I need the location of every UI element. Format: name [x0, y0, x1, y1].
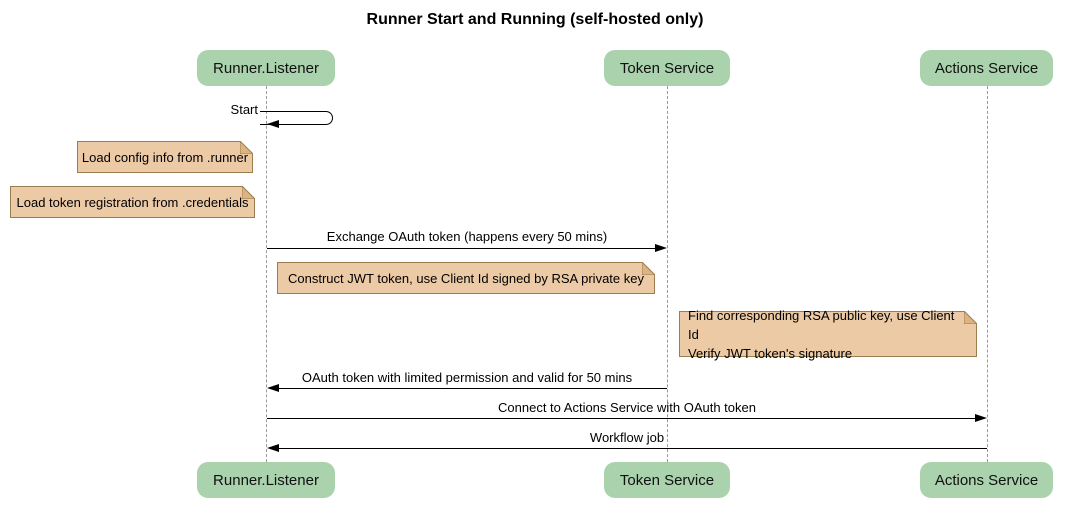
lifeline-actions-service	[987, 86, 988, 462]
note-fold-corner-icon	[242, 186, 255, 199]
message-label-start: Start	[230, 102, 258, 117]
arrowhead-left-icon	[267, 120, 279, 128]
lifeline-runner-listener	[266, 86, 267, 462]
message-label-oauth-returned: OAuth token with limited permission and …	[301, 370, 633, 385]
actor-label: Token Service	[619, 59, 715, 77]
note-fold-corner-icon	[240, 141, 253, 154]
note-load-token-registration: Load token registration from .credential…	[10, 186, 255, 218]
message-line	[267, 418, 975, 419]
diagram-title: Runner Start and Running (self-hosted on…	[366, 11, 704, 28]
message-line	[267, 248, 656, 249]
note-load-config: Load config info from .runner	[77, 141, 253, 173]
note-text: Find corresponding RSA public key, use C…	[688, 307, 955, 361]
note-fold-corner-icon	[964, 311, 977, 324]
note-text: Load token registration from .credential…	[16, 194, 249, 210]
actor-label: Runner.Listener	[213, 471, 319, 489]
message-label-connect-actions: Connect to Actions Service with OAuth to…	[498, 400, 756, 415]
actor-label: Actions Service	[934, 471, 1039, 489]
note-text: Construct JWT token, use Client Id signe…	[288, 270, 644, 286]
actor-label: Token Service	[619, 471, 715, 489]
message-label-exchange-oauth: Exchange OAuth token (happens every 50 m…	[326, 229, 608, 244]
lifeline-token-service	[667, 86, 668, 462]
actor-token-service-top: Token Service	[604, 50, 730, 86]
message-line	[279, 448, 987, 449]
note-construct-jwt: Construct JWT token, use Client Id signe…	[277, 262, 655, 294]
arrowhead-right-icon	[655, 244, 667, 252]
self-message-loop	[260, 111, 333, 125]
actor-runner-listener-bottom: Runner.Listener	[197, 462, 335, 498]
actor-actions-service-bottom: Actions Service	[920, 462, 1053, 498]
note-fold-corner-icon	[642, 262, 655, 275]
message-line	[279, 388, 667, 389]
actor-runner-listener-top: Runner.Listener	[197, 50, 335, 86]
note-text: Load config info from .runner	[81, 149, 249, 165]
actor-label: Runner.Listener	[213, 59, 319, 77]
actor-label: Actions Service	[934, 59, 1039, 77]
actor-token-service-bottom: Token Service	[604, 462, 730, 498]
note-verify-jwt: Find corresponding RSA public key, use C…	[679, 308, 977, 361]
arrowhead-left-icon	[267, 384, 279, 392]
message-label-workflow-job: Workflow job	[589, 430, 665, 445]
arrowhead-left-icon	[267, 444, 279, 452]
arrowhead-right-icon	[975, 414, 987, 422]
actor-actions-service-top: Actions Service	[920, 50, 1053, 86]
